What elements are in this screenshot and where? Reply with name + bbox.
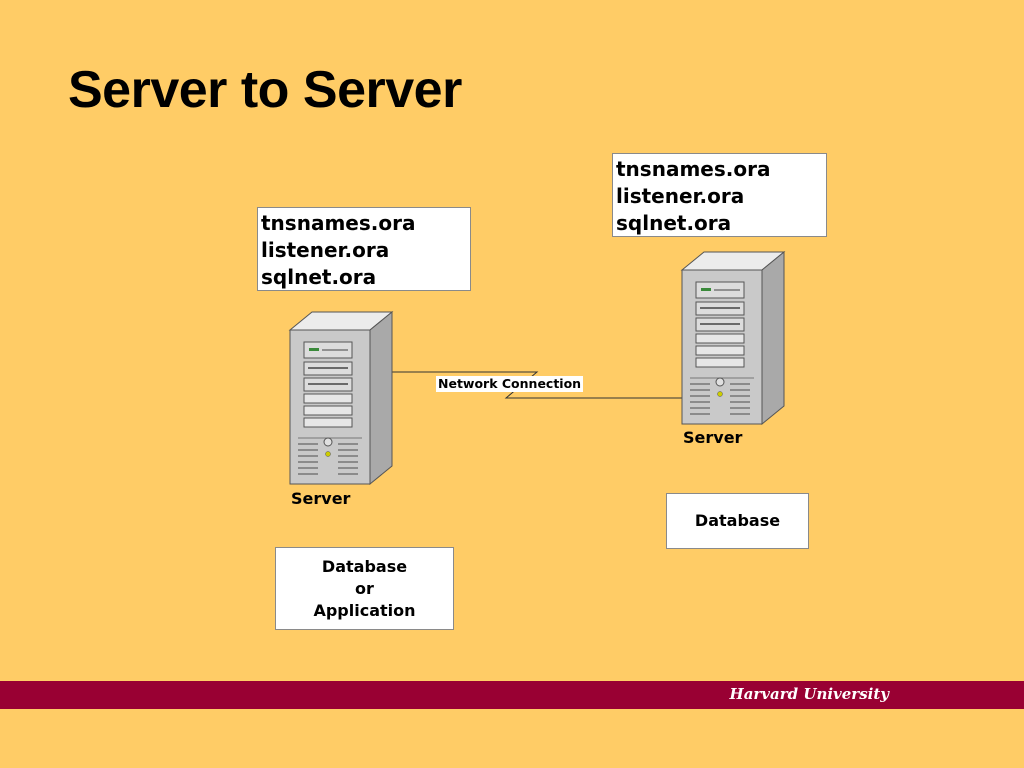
config-file-tnsnames: tnsnames.ora	[261, 211, 416, 235]
role-line: Database	[694, 511, 781, 530]
right-server-label: Server	[683, 428, 743, 447]
config-file-tnsnames: tnsnames.ora	[616, 157, 771, 181]
role-line: Database	[321, 556, 408, 576]
right-config-files-box: tnsnames.ora listener.ora sqlnet.ora	[612, 153, 827, 237]
config-file-listener: listener.ora	[261, 238, 390, 262]
role-line: Application	[313, 600, 416, 620]
role-line: or	[355, 578, 374, 598]
footer-bar: Harvard University	[0, 681, 1024, 709]
server-tower-icon	[680, 250, 786, 426]
network-connection-label: Network Connection	[436, 376, 584, 392]
left-server-label: Server	[291, 489, 351, 508]
server-tower-icon	[288, 310, 394, 486]
right-role-box: Database	[666, 493, 809, 549]
config-file-sqlnet: sqlnet.ora	[261, 265, 377, 289]
footer-institution: Harvard University	[729, 685, 889, 703]
left-config-files-box: tnsnames.ora listener.ora sqlnet.ora	[257, 207, 471, 291]
left-role-box: Database or Application	[275, 547, 454, 630]
config-file-listener: listener.ora	[616, 184, 745, 208]
slide-title: Server to Server	[68, 61, 462, 119]
config-file-sqlnet: sqlnet.ora	[616, 211, 732, 235]
